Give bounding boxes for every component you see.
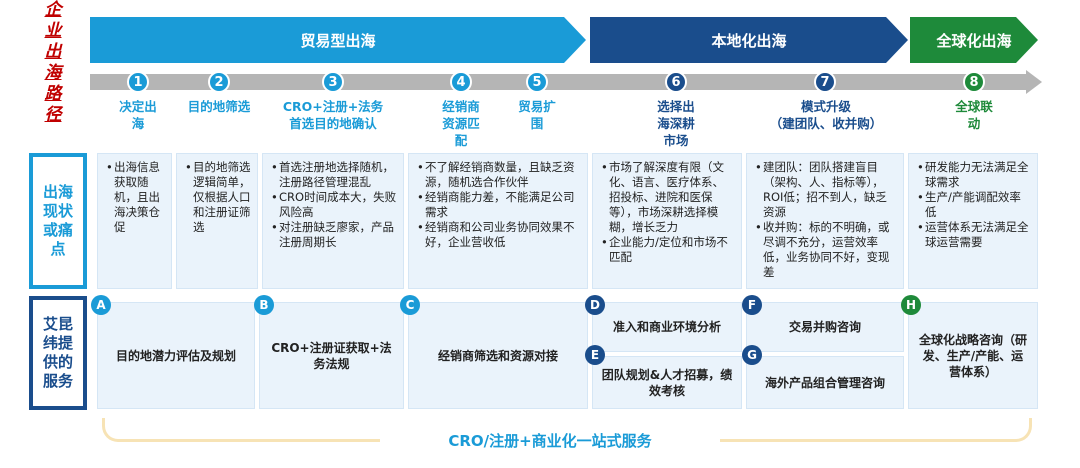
step-label: 贸易扩 围: [518, 99, 556, 131]
step-number: 3: [322, 71, 344, 93]
service-box-b: CRO+注册证获取+法务法规: [259, 302, 404, 409]
vertical-title: 企 业 出 海 路 径: [40, 0, 66, 126]
pain-item: 生产/产能调配效率低: [917, 190, 1031, 220]
title-char: 海: [44, 63, 62, 83]
service-box-h: 全球化战略咨询（研发、生产/产能、运营体系）: [908, 302, 1038, 409]
service-badge-c: C: [400, 295, 420, 315]
service-badge-h: H: [901, 295, 921, 315]
pain-item: 市场了解深度有限（文化、语言、医疗体系、招投标、进院和医保等），市场深耕选择模糊…: [601, 160, 735, 235]
pain-item: 运营体系无法满足全球运营需要: [917, 220, 1031, 250]
service-box-a: 目的地潜力评估及规划: [97, 302, 255, 409]
pain-item: 出海信息获取随机，且出海决策仓促: [106, 160, 165, 235]
band-arrow-global: [910, 17, 1038, 63]
title-char: 业: [44, 21, 62, 41]
pain-item: 不了解经销商数量，且缺乏资源，随机选合作伙伴: [417, 160, 581, 190]
band-arrow-trade: [90, 17, 586, 63]
pain-item: 研发能力无法满足全球需求: [917, 160, 1031, 190]
pain-box-4: 不了解经销商数量，且缺乏资源，随机选合作伙伴 经销商能力差，不能满足公司需求 经…: [408, 153, 588, 289]
title-char: 路: [44, 84, 62, 104]
service-badge-b: B: [254, 295, 274, 315]
pain-box-1: 出海信息获取随机，且出海决策仓促: [97, 153, 172, 289]
step-number: 5: [526, 71, 548, 93]
progress-arrowhead: [1026, 70, 1042, 94]
service-badge-f: F: [742, 295, 762, 315]
service-box-e: 团队规划&人才招募，绩效考核: [592, 356, 742, 409]
service-badge-a: A: [91, 295, 111, 315]
step-label: 全球联 动: [955, 99, 993, 131]
pain-item: 经销商能力差，不能满足公司需求: [417, 190, 581, 220]
step-label: 决定出 海: [119, 99, 157, 131]
step-label: CRO+注册+法务 首选目的地确认: [282, 99, 384, 131]
phase-arrows: [90, 17, 1038, 63]
step-label: 模式升级 （建团队、收并购）: [769, 99, 883, 131]
row-head-pain: 出海 现状 或痛 点: [29, 153, 87, 289]
step-number: 6: [665, 71, 687, 93]
step-number: 7: [814, 71, 836, 93]
pain-item: 建团队：团队搭建盲目（架构、人、指标等），ROI低；招不到人，缺乏资源: [755, 160, 897, 220]
progress-bar: [90, 74, 1028, 90]
pain-item: 目的地筛选逻辑简单，仅根据人口和注册证筛选: [185, 160, 251, 235]
title-char: 出: [44, 42, 62, 62]
step-label: 选择出 海深耕 市场: [657, 99, 695, 148]
row-head-service: 艾昆 纬提 供的 服务: [29, 296, 87, 410]
step-label: 经销商 资源匹 配: [442, 99, 480, 148]
pain-box-3: 首选注册地选择随机，注册路径管理混乱 CRO时间成本大，失败风险高 对注册缺乏廖…: [262, 153, 404, 289]
band-arrow-local: [590, 17, 908, 63]
service-badge-g: G: [742, 345, 762, 365]
pain-item: CRO时间成本大，失败风险高: [271, 190, 397, 220]
pain-box-7: 研发能力无法满足全球需求 生产/产能调配效率低 运营体系无法满足全球运营需要: [908, 153, 1038, 289]
pain-item: 经销商和公司业务协同效果不好，企业营收低: [417, 220, 581, 250]
service-box-g: 海外产品组合管理咨询: [746, 356, 904, 409]
pain-box-2: 目的地筛选逻辑简单，仅根据人口和注册证筛选: [176, 153, 258, 289]
step-number: 8: [963, 71, 985, 93]
service-box-d: 准入和商业环境分析: [592, 302, 742, 352]
service-box-c: 经销商筛选和资源对接: [408, 302, 588, 409]
step-number: 1: [127, 71, 149, 93]
service-badge-d: D: [585, 295, 605, 315]
title-char: 径: [44, 105, 62, 125]
pain-item: 对注册缺乏廖家，产品注册周期长: [271, 220, 397, 250]
band-local: 本地化出海: [711, 31, 787, 50]
service-badge-e: E: [585, 345, 605, 365]
pain-box-6: 建团队：团队搭建盲目（架构、人、指标等），ROI低；招不到人，缺乏资源 收并购：…: [746, 153, 904, 289]
step-label: 目的地筛选: [187, 99, 251, 114]
pain-item: 企业能力/定位和市场不匹配: [601, 235, 735, 265]
step-number: 2: [208, 71, 230, 93]
title-char: 企: [44, 0, 62, 20]
step-number: 4: [450, 71, 472, 93]
service-box-f: 交易并购咨询: [746, 302, 904, 352]
pain-item: 收并购：标的不明确，或尽调不充分，运营效率低，业务协同不好，变现差: [755, 220, 897, 280]
pain-item: 首选注册地选择随机，注册路径管理混乱: [271, 160, 397, 190]
bottom-label: CRO/注册+商业化一站式服务: [380, 427, 720, 453]
band-trade: 贸易型出海: [300, 31, 376, 50]
pain-box-5: 市场了解深度有限（文化、语言、医疗体系、招投标、进院和医保等），市场深耕选择模糊…: [592, 153, 742, 289]
band-global: 全球化出海: [936, 31, 1012, 50]
